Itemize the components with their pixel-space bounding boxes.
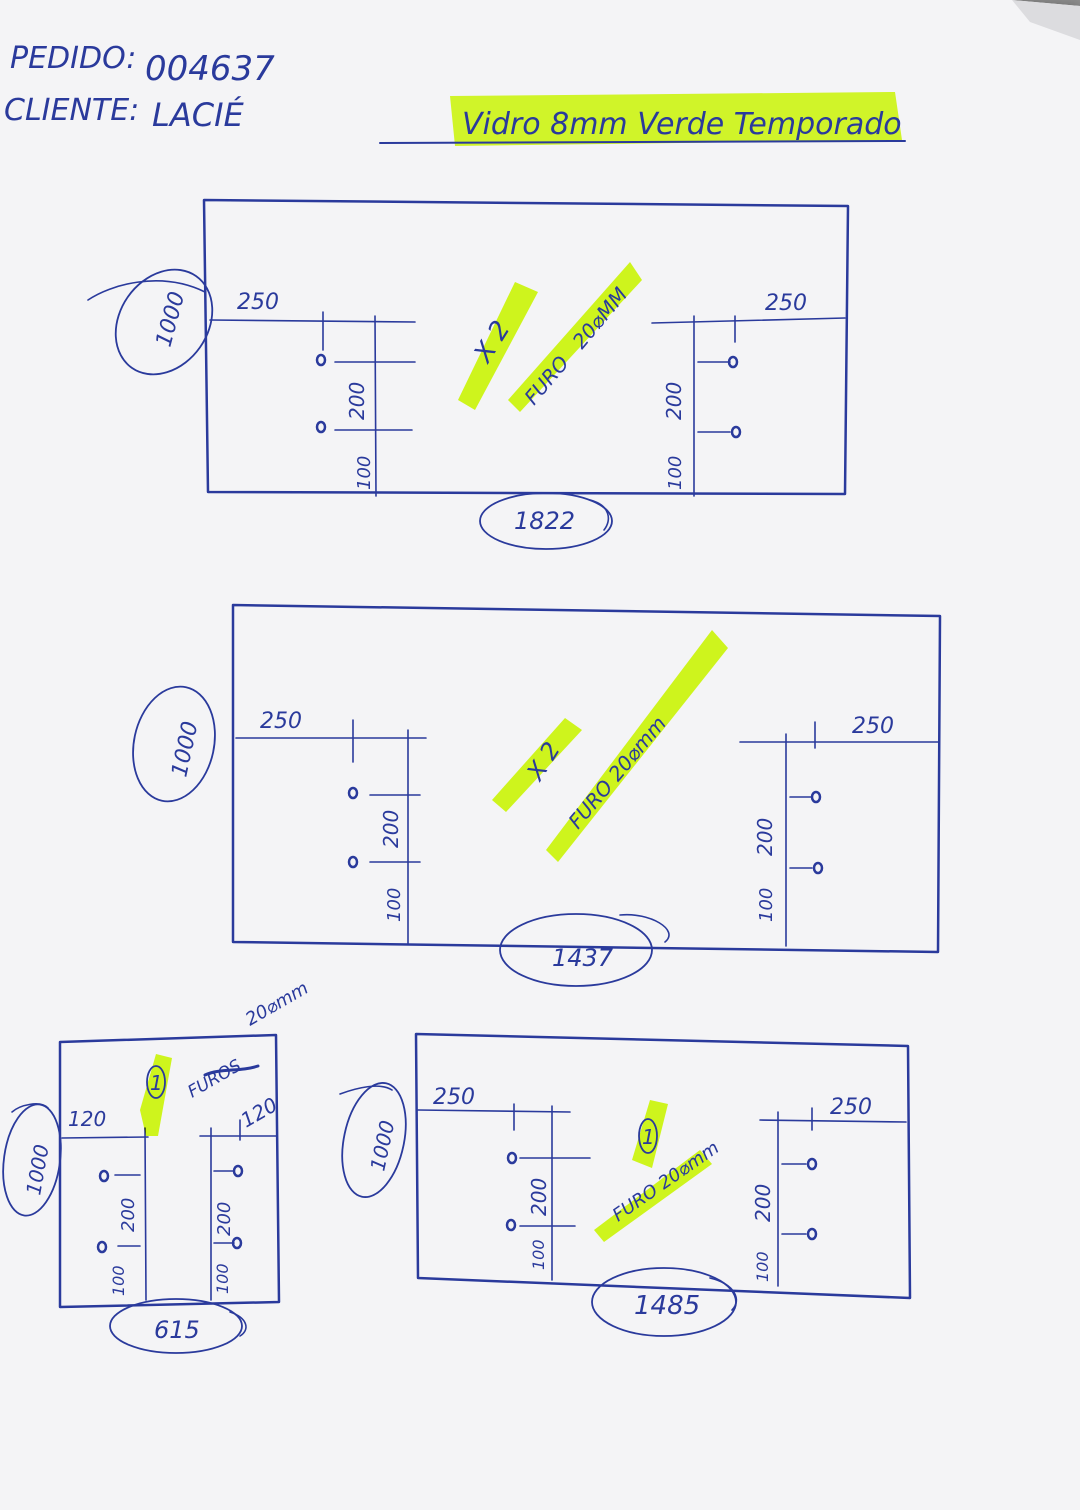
panel-2-left-spacing: 200	[379, 810, 403, 848]
panel-3-drawing	[2, 1033, 281, 1354]
panel-2-hole	[347, 855, 359, 869]
pedido-number: 004637	[145, 49, 275, 89]
panel-1-outline	[202, 198, 850, 496]
panel-2-circle-tail	[619, 913, 670, 943]
panel-4-hole	[506, 1151, 518, 1165]
panel-4-quantity: 1	[642, 1125, 655, 1149]
panel-2-furo-highlight	[546, 630, 728, 862]
panel-2-outline	[231, 603, 942, 954]
panel-3-left-bottom: 100	[109, 1265, 128, 1296]
panel-4-hole	[806, 1157, 818, 1171]
panel-4-circle-tail	[709, 1277, 738, 1311]
panel-1-left-bottom: 100	[354, 456, 375, 490]
material-underline	[379, 140, 906, 144]
cliente-name: LACIÉ	[152, 96, 245, 134]
panel-3-left-offset: 120	[68, 1107, 106, 1131]
panel-4-right-bottom: 100	[753, 1251, 772, 1282]
paper-edge-shade	[1012, 0, 1080, 40]
panel-4-hole	[505, 1218, 517, 1232]
panel-3-quantity: 1	[150, 1071, 163, 1095]
panel-1-width: 1822	[514, 507, 575, 535]
panel-4-furo-highlight	[594, 1150, 712, 1242]
panel-1-qty-highlight	[458, 282, 538, 410]
panel-4-left-offset: 250	[433, 1085, 475, 1110]
panel-3-circle-tail	[11, 1103, 49, 1113]
panel-1-left-offset: 250	[237, 290, 279, 315]
panel-2-left-offset: 250	[260, 709, 302, 734]
panel-1-drawing	[87, 198, 850, 550]
panel-1-hole	[315, 353, 327, 367]
panel-1-circle-tail	[87, 280, 206, 301]
panel-1-hole	[727, 355, 739, 369]
panel-3-circle-tail	[229, 1311, 247, 1337]
panel-3-right-bottom: 100	[213, 1263, 232, 1294]
panel-2-right-offset: 250	[852, 714, 894, 739]
panel-2-drawing	[132, 603, 942, 987]
panel-1-right-spacing: 200	[662, 382, 686, 420]
panel-1-right-offset: 250	[765, 291, 807, 316]
material-highlight	[450, 92, 902, 146]
panel-4-left-bottom: 100	[529, 1239, 548, 1270]
panel-3-left-spacing: 200	[118, 1198, 139, 1232]
panel-2-left-bottom: 100	[384, 888, 405, 922]
panel-1-right-bottom: 100	[665, 456, 686, 490]
panel-4-qty-highlight	[632, 1100, 668, 1168]
panel-1-furo-highlight	[508, 262, 642, 412]
cliente-label: CLIENTE:	[4, 93, 139, 128]
pedido-label: PEDIDO:	[10, 41, 136, 76]
panel-1-hole	[730, 425, 742, 439]
panel-3-width: 615	[154, 1316, 200, 1344]
material-spec: Vidro 8mm Verde Temporado	[462, 107, 902, 142]
panel-4-outline	[414, 1032, 912, 1300]
panel-2-height-circle	[132, 685, 216, 803]
panel-4-qty-circle	[638, 1118, 658, 1154]
panel-3-qty-circle	[146, 1065, 166, 1099]
panel-1-left-spacing: 200	[345, 382, 369, 420]
panel-2-hole	[347, 786, 359, 800]
panel-3-hole	[232, 1164, 244, 1178]
panel-1-height-circle	[114, 268, 214, 376]
panel-1-hole	[315, 420, 327, 434]
panel-4-left-spacing: 200	[527, 1178, 551, 1216]
header: PEDIDO: 004637 CLIENTE: LACIÉ Vidro 8mm …	[4, 41, 906, 146]
panel-2-width-circle	[499, 913, 653, 987]
panel-3-right-spacing: 200	[214, 1202, 235, 1236]
panel-2-right-bottom: 100	[756, 888, 777, 922]
panel-4-right-spacing: 200	[751, 1184, 775, 1222]
panel-3-width-circle	[109, 1298, 243, 1354]
panel-2-right-spacing: 200	[753, 818, 777, 856]
panel-4-drawing	[339, 1032, 912, 1337]
panel-3-hole	[96, 1240, 108, 1254]
panel-1-circle-tail	[589, 499, 610, 531]
panel-3-hole	[231, 1236, 243, 1250]
panel-3-hole	[98, 1169, 110, 1183]
panel-4-right-offset: 250	[830, 1095, 872, 1120]
panel-1-width-circle	[479, 492, 613, 550]
panel-2-hole	[812, 861, 824, 875]
panel-4-height-circle	[341, 1082, 407, 1198]
panel-4-circle-tail	[339, 1085, 393, 1095]
panel-4-hole	[806, 1227, 818, 1241]
panel-4-width: 1485	[634, 1291, 700, 1321]
panel-2-width: 1437	[552, 944, 614, 972]
panel-3-strike	[203, 1064, 260, 1077]
panel-2-qty-highlight	[492, 718, 582, 812]
panel-2-hole	[810, 790, 822, 804]
panel-3-outline	[58, 1033, 281, 1309]
